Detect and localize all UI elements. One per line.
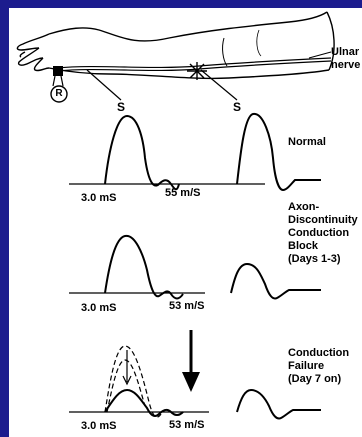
panel-block-latency: 3.0 mS	[81, 302, 116, 315]
panel-block-title-line5: (Days 1-3)	[288, 253, 358, 266]
ulnar-nerve	[57, 58, 331, 71]
progression-arrow-icon	[182, 330, 200, 392]
trace-normal	[69, 114, 321, 190]
figure-panel: Ulnar nerve R S S Normal 3.0 mS 55 m/S A…	[9, 8, 362, 437]
panel-block-title-line2: Discontinuity	[288, 214, 358, 227]
panel-block-title: Axon- Discontinuity Conduction Block (Da…	[288, 201, 358, 266]
panel-failure-title: Conduction Failure (Day 7 on)	[288, 347, 349, 386]
panel-block-title-line4: Block	[288, 240, 358, 253]
panel-block-title-line1: Axon-	[288, 201, 358, 214]
nerve-label: Ulnar nerve	[331, 46, 360, 72]
stimulus-leader-proximal	[201, 70, 237, 100]
panel-normal-title: Normal	[288, 136, 326, 149]
panel-normal-velocity: 55 m/S	[165, 187, 200, 200]
panel-block-velocity: 53 m/S	[169, 300, 204, 313]
nerve-label-line2: nerve	[331, 59, 360, 72]
nerve-label-leader	[309, 52, 331, 58]
panel-normal-latency: 3.0 mS	[81, 192, 116, 205]
panel-block-title-line3: Conduction	[288, 227, 358, 240]
recording-site-label: R	[55, 87, 63, 100]
panel-failure-title-line1: Conduction	[288, 347, 349, 360]
lesion-star-icon	[187, 62, 207, 80]
panel-failure-title-line2: Failure	[288, 360, 349, 373]
nerve-label-line1: Ulnar	[331, 46, 360, 59]
panel-failure-velocity: 53 m/S	[169, 419, 204, 432]
panel-failure-latency: 3.0 mS	[81, 420, 116, 433]
panel-failure-title-line3: (Day 7 on)	[288, 373, 349, 386]
trace-conduction-block	[69, 236, 321, 299]
stimulus-marker-distal: S	[117, 101, 125, 114]
stimulus-marker-proximal: S	[233, 101, 241, 114]
arm-illustration	[17, 12, 334, 78]
